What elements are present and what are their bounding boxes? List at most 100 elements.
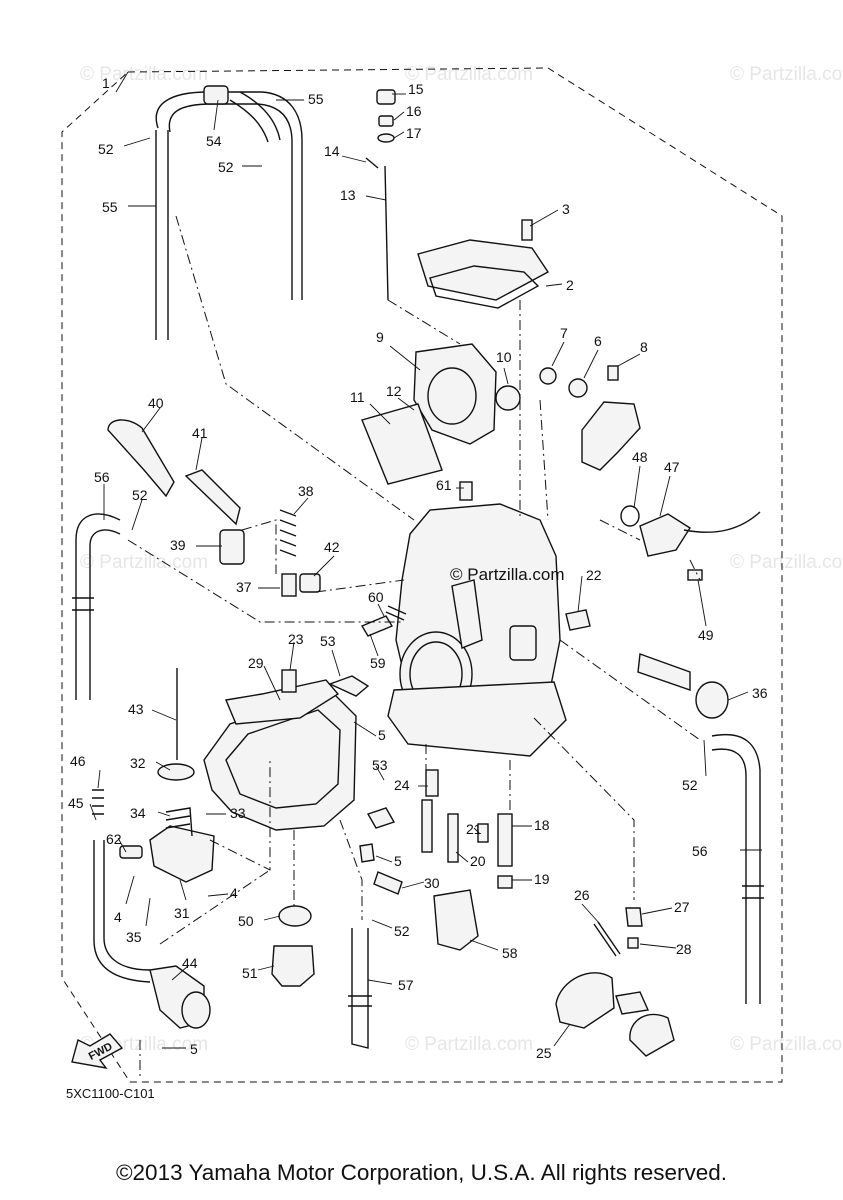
watermark: © Partzilla.com xyxy=(405,64,533,85)
callout: 2 xyxy=(566,277,574,293)
callout: 61 xyxy=(436,477,452,493)
drain-hose-57 xyxy=(348,928,372,1049)
callout: 62 xyxy=(106,831,122,847)
callout: 45 xyxy=(68,795,84,811)
callout: 37 xyxy=(236,579,252,595)
top-cover-2 xyxy=(417,219,550,309)
callout: 51 xyxy=(242,965,258,981)
watermark: © Partzilla.com xyxy=(80,64,208,85)
watermarks: © Partzilla.com © Partzilla.com © Partzi… xyxy=(80,64,843,1055)
carburetor-body xyxy=(387,503,567,757)
callout: 57 xyxy=(398,977,414,993)
callout: 42 xyxy=(324,539,340,555)
callout: 6 xyxy=(594,333,602,349)
callout: 15 xyxy=(408,81,424,97)
lower-middle-parts xyxy=(271,769,513,987)
overflow-hose-56-left xyxy=(72,513,121,700)
callout: 25 xyxy=(536,1045,552,1061)
callout: 3 xyxy=(562,201,570,217)
callout: 8 xyxy=(640,339,648,355)
callout-labels: 1 2 3 4 4 5 5 5 5 6 7 8 9 10 11 12 13 14… xyxy=(68,75,768,1061)
callout: 4 xyxy=(230,885,238,901)
watermark: © Partzilla.com xyxy=(730,552,843,573)
callout: 14 xyxy=(324,143,340,159)
callout: 41 xyxy=(192,425,208,441)
callout: 48 xyxy=(632,449,648,465)
callout: 44 xyxy=(182,955,198,971)
diagram-code: 5XC1100-C101 xyxy=(66,1086,155,1101)
assembly-boundary xyxy=(61,67,783,1083)
callout: 38 xyxy=(298,483,314,499)
callout: 12 xyxy=(386,383,402,399)
callout: 53 xyxy=(320,633,336,649)
callout: 47 xyxy=(664,459,680,475)
callout: 53 xyxy=(372,757,388,773)
callout: 36 xyxy=(752,685,768,701)
callout: 13 xyxy=(340,187,356,203)
callout: 46 xyxy=(70,753,86,769)
right-lower-parts xyxy=(555,907,675,1057)
callout: 9 xyxy=(376,329,384,345)
callout: 54 xyxy=(206,133,222,149)
callout: 29 xyxy=(248,655,264,671)
callout: 5 xyxy=(378,727,386,743)
callout: 26 xyxy=(574,887,590,903)
callout: 27 xyxy=(674,899,690,915)
callout: 39 xyxy=(170,537,186,553)
callout: 32 xyxy=(130,755,146,771)
callout: 10 xyxy=(496,349,512,365)
callout: 59 xyxy=(370,655,386,671)
callout: 49 xyxy=(698,627,714,643)
callout: 22 xyxy=(586,567,602,583)
callout: 52 xyxy=(682,777,698,793)
watermark: © Partzilla.com xyxy=(80,552,208,573)
callout: 55 xyxy=(102,199,118,215)
left-side-parts xyxy=(107,419,407,637)
callout: 40 xyxy=(148,395,164,411)
lever-group-6-8 xyxy=(539,365,641,471)
leader-lines xyxy=(89,71,762,1049)
watermark: © Partzilla.com xyxy=(730,1034,843,1055)
jet-needle-13 xyxy=(365,89,396,301)
callout: 33 xyxy=(230,805,246,821)
callout: 11 xyxy=(350,389,365,405)
watermark: © Partzilla.com xyxy=(405,1034,533,1055)
callout: 31 xyxy=(174,905,190,921)
callout: 43 xyxy=(128,701,144,717)
float-and-needle xyxy=(119,668,215,883)
callout: 56 xyxy=(94,469,110,485)
callout: 20 xyxy=(470,853,486,869)
callout: 55 xyxy=(308,91,324,107)
callout: 18 xyxy=(534,817,550,833)
throttle-valve-9 xyxy=(361,343,521,501)
callout: 28 xyxy=(676,941,692,957)
overflow-hose-56-right xyxy=(711,734,764,1004)
assembly-lines xyxy=(127,215,701,1080)
center-watermark: © Partzilla.com xyxy=(450,565,565,584)
callout: 1 xyxy=(102,75,110,91)
callout: 5 xyxy=(394,853,402,869)
callout: 34 xyxy=(130,805,146,821)
callout: 58 xyxy=(502,945,518,961)
callout: 19 xyxy=(534,871,550,887)
callout: 52 xyxy=(132,487,148,503)
callout: 24 xyxy=(394,777,410,793)
vent-hoses-55 xyxy=(155,85,303,340)
callout: 35 xyxy=(126,929,142,945)
callout: 17 xyxy=(406,125,422,141)
callout: 30 xyxy=(424,875,440,891)
watermark: © Partzilla.com xyxy=(730,64,843,85)
callout: 7 xyxy=(560,325,568,341)
callout: 5 xyxy=(190,1041,198,1057)
callout: 56 xyxy=(692,843,708,859)
callout: 60 xyxy=(368,589,384,605)
callout: 52 xyxy=(98,141,114,157)
right-side-parts xyxy=(565,505,761,719)
pilot-screw-44 xyxy=(92,789,211,1029)
copyright-notice: ©2013 Yamaha Motor Corporation, U.S.A. A… xyxy=(115,1160,728,1185)
callout: 4 xyxy=(114,909,122,925)
callout: 16 xyxy=(406,103,422,119)
float-bowl-29 xyxy=(203,669,370,831)
callout: 52 xyxy=(394,923,410,939)
